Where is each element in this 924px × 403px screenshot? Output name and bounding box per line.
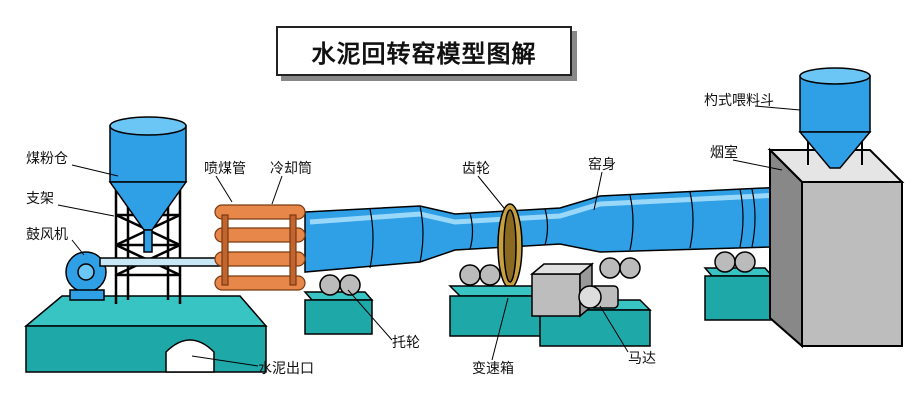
label-cooler: 冷却筒: [270, 161, 312, 177]
roller-supports: [303, 251, 774, 347]
label-motor: 马达: [628, 351, 656, 367]
label-smoke-chamber: 烟室: [710, 145, 738, 161]
label-coal-pipe: 喷煤管: [204, 161, 246, 177]
motor: [578, 285, 619, 309]
leader-lines: [57, 105, 801, 367]
label-feed-hopper: 杓式喂料斗: [704, 93, 774, 109]
label-cement-outlet: 水泥出口: [258, 361, 314, 377]
smoke-chamber: [767, 147, 905, 349]
label-gearbox: 变速箱: [472, 361, 514, 377]
title-box: 水泥回转窑模型图解: [276, 26, 572, 76]
feed-hopper: [798, 67, 872, 169]
left-platform: [23, 295, 268, 373]
label-kiln-body: 窑身: [588, 157, 616, 173]
cooler: [214, 204, 306, 291]
label-blower: 鼓风机: [26, 227, 68, 243]
gear: [497, 203, 523, 289]
label-support: 支架: [26, 191, 54, 207]
label-coal-bin: 煤粉仓: [26, 151, 68, 167]
blower: [65, 251, 221, 301]
label-gear: 齿轮: [462, 161, 490, 177]
diagram-title: 水泥回转窑模型图解: [311, 38, 537, 68]
label-support-roller: 托轮: [392, 335, 420, 351]
coal-bin: [108, 116, 188, 253]
